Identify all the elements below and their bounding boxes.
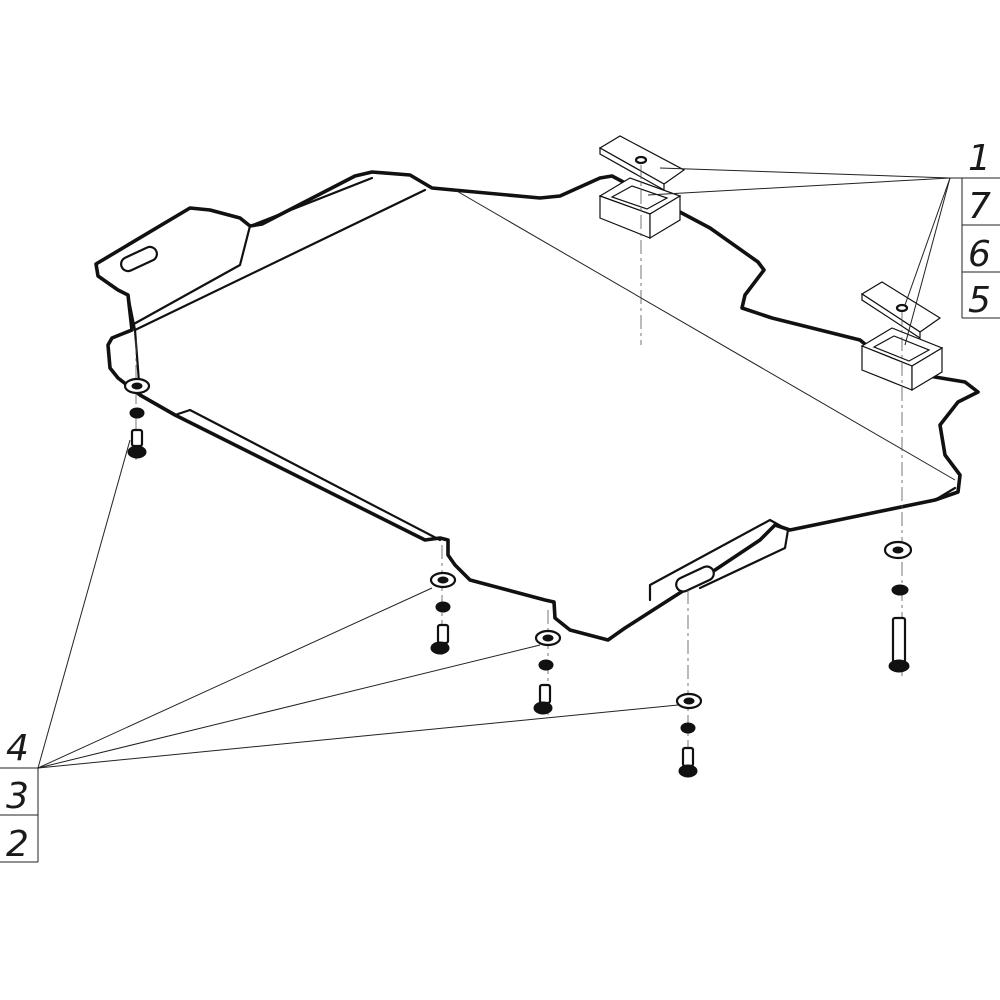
- fastener-set-front-left: [429, 571, 457, 655]
- callout-2: 2: [6, 824, 29, 865]
- skid-plate-outline: [94, 170, 980, 642]
- right-mount-slot: [675, 565, 715, 593]
- leader-lines-bottom-left: [37, 439, 679, 769]
- lock-washer: [538, 659, 554, 671]
- bracket-hole-icon: [895, 303, 909, 313]
- callout-6: 6: [968, 234, 991, 275]
- top-ridge: [133, 188, 427, 332]
- bracket-hole-icon: [634, 155, 648, 165]
- leader-lines-top-right: [647, 167, 951, 346]
- bolt: [430, 623, 450, 655]
- fastener-set-front-right: [675, 692, 703, 778]
- center-axes: [135, 165, 903, 775]
- bolt: [678, 746, 698, 778]
- callout-7: 7: [968, 186, 991, 227]
- bolt: [127, 428, 147, 459]
- long-bolt: [888, 616, 910, 673]
- fastener-set-front-middle: [533, 629, 562, 715]
- right-bracket-fold: [648, 518, 790, 602]
- mount-bracket-top: [598, 135, 686, 240]
- left-mount-slot: [120, 245, 158, 273]
- right-edge-fold: [933, 486, 957, 502]
- front-flange-bend: [173, 408, 442, 542]
- diagonal-fold: [454, 189, 956, 481]
- callout-4: 4: [6, 728, 29, 769]
- fastener-set-right: [883, 540, 913, 673]
- lock-washer: [129, 407, 145, 419]
- fastener-set-left: [123, 377, 151, 459]
- callout-3: 3: [6, 776, 29, 817]
- left-bracket-fold: [130, 224, 252, 327]
- lock-washer: [435, 601, 451, 613]
- callout-5: 5: [968, 280, 991, 321]
- lock-washer: [680, 722, 696, 734]
- callout-table-bottom-left: 4 3 2: [0, 728, 39, 865]
- bolt: [533, 683, 553, 715]
- lock-washer: [891, 584, 909, 596]
- callout-table-top-right: 1 7 6 5: [950, 138, 1000, 321]
- skid-plate: [94, 170, 980, 642]
- top-ridge-2: [248, 176, 374, 228]
- callout-1: 1: [968, 138, 991, 179]
